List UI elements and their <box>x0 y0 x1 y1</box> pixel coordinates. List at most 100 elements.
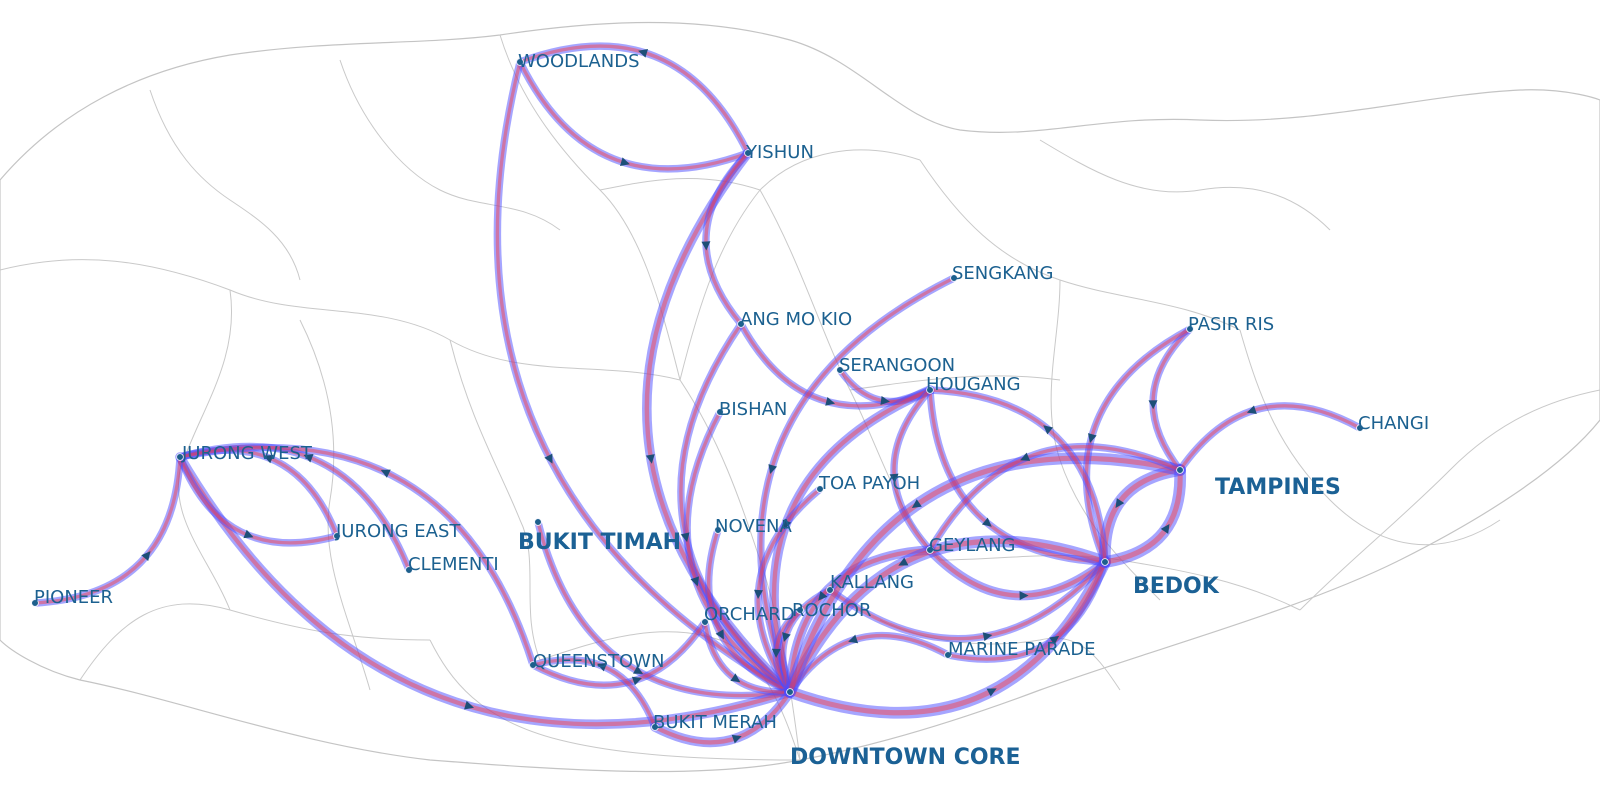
flow-arrow-pasir-ris-to-tampines <box>1148 400 1158 410</box>
location-label-queenstown[interactable]: QUEENSTOWN <box>533 651 664 672</box>
location-marker-bedok[interactable] <box>1101 558 1109 566</box>
location-marker-bishan[interactable] <box>716 408 724 416</box>
flow-pasir-ris-to-tampines <box>1149 325 1194 474</box>
location-label-rochor[interactable]: ROCHOR <box>792 600 871 621</box>
flow-arrow-queenstown-to-orchard <box>631 676 642 686</box>
location-label-ang-mo-kio[interactable]: ANG MO KIO <box>740 309 852 330</box>
flow-geylang-to-bedok-core <box>927 547 1108 598</box>
flow-arrow-yishun-to-ang-mo-kio <box>701 241 711 251</box>
flow-woodlands-to-yishun <box>516 58 752 173</box>
flow-arrow-marine-parade-to-bedok <box>1049 635 1060 645</box>
flow-pasir-ris-to-tampines-core <box>1151 327 1192 472</box>
location-marker-kallang[interactable] <box>826 586 834 594</box>
flow-arrows <box>141 49 1257 744</box>
flow-downtown-core-to-bedok-core <box>787 559 1108 716</box>
location-marker-changi[interactable] <box>1356 424 1364 432</box>
location-label-yishun[interactable]: YISHUN <box>745 142 814 163</box>
flow-sengkang-to-downtown-core-core <box>759 276 956 694</box>
location-marker-bukit-merah[interactable] <box>651 723 659 731</box>
flow-arrow-rochor-to-downtown-core <box>771 648 781 658</box>
flow-tampines-to-downtown-core-core <box>787 455 1183 695</box>
location-label-bishan[interactable]: BISHAN <box>719 399 787 420</box>
flow-arrow-geylang-to-downtown-core <box>818 590 828 601</box>
location-label-marine-parade[interactable]: MARINE PARADE <box>948 639 1096 660</box>
location-label-woodlands[interactable]: WOODLANDS <box>518 51 640 72</box>
flow-tampines-to-downtown-core <box>784 452 1186 698</box>
flow-bukit-merah-to-queenstown <box>529 656 659 731</box>
location-marker-bukit-timah[interactable] <box>534 518 542 526</box>
location-marker-marine-parade[interactable] <box>944 651 952 659</box>
flow-jurong-west-to-downtown-core <box>175 452 795 730</box>
flow-arrow-kallang-to-downtown-core <box>782 632 791 642</box>
flow-arrow-downtown-core-to-bedok <box>986 688 997 697</box>
flow-arrow-yishun-to-downtown-core <box>645 454 655 464</box>
location-marker-orchard[interactable] <box>701 618 709 626</box>
location-label-tampines[interactable]: TAMPINES <box>1215 475 1341 500</box>
location-marker-downtown-core[interactable] <box>786 688 794 696</box>
flow-ang-mo-kio-to-downtown-core <box>677 320 794 696</box>
location-marker-novena[interactable] <box>714 526 722 534</box>
location-label-toa-payoh[interactable]: TOA PAYOH <box>818 473 920 494</box>
flow-orchard-to-downtown-core <box>701 618 794 696</box>
flow-arrow-jurong-west-to-jurong-east <box>243 529 254 539</box>
location-label-changi[interactable]: CHANGI <box>1358 413 1429 434</box>
location-marker-geylang[interactable] <box>926 546 934 554</box>
location-label-bukit-merah[interactable]: BUKIT MERAH <box>653 712 777 733</box>
location-marker-sengkang[interactable] <box>950 274 958 282</box>
flow-arrow-ang-mo-kio-to-downtown-core <box>680 532 690 543</box>
location-marker-woodlands[interactable] <box>516 58 524 66</box>
location-label-kallang[interactable]: KALLANG <box>830 572 914 593</box>
location-marker-pasir-ris[interactable] <box>1186 325 1194 333</box>
flow-jurong-west-to-downtown-core-core <box>177 454 793 727</box>
flow-lines <box>31 42 1364 748</box>
flow-arrow-yishun-to-woodlands <box>638 49 649 58</box>
location-label-clementi[interactable]: CLEMENTI <box>408 554 499 575</box>
flow-jurong-west-to-jurong-east <box>176 453 341 547</box>
flow-pasir-ris-to-bedok-core <box>1084 327 1192 564</box>
location-label-geylang[interactable]: GEYLANG <box>929 535 1015 556</box>
location-label-serangoon[interactable]: SERANGOON <box>839 355 955 376</box>
location-marker-jurong-east[interactable] <box>333 532 341 540</box>
location-label-downtown-core[interactable]: DOWNTOWN CORE <box>790 745 1021 770</box>
flow-arrow-changi-to-tampines <box>1246 405 1257 415</box>
location-label-sengkang[interactable]: SENGKANG <box>952 263 1053 284</box>
flow-bukit-timah-to-downtown-core-core <box>536 520 792 698</box>
flow-arrow-bukit-timah-to-downtown-core <box>633 665 644 675</box>
flow-arrow-geylang-to-bedok <box>1019 591 1029 601</box>
flow-hougang-to-bedok <box>926 386 1109 566</box>
location-label-jurong-east[interactable]: JURONG EAST <box>335 521 461 542</box>
flow-arrow-queenstown-to-jurong-west <box>380 469 391 478</box>
location-marker-rochor[interactable] <box>796 606 804 614</box>
location-marker-ang-mo-kio[interactable] <box>737 320 745 328</box>
location-marker-yishun[interactable] <box>744 149 752 157</box>
flow-bedok-to-downtown-core-core <box>787 538 1108 695</box>
location-marker-queenstown[interactable] <box>529 661 537 669</box>
flow-yishun-to-ang-mo-kio <box>702 149 752 328</box>
location-label-bukit-timah[interactable]: BUKIT TIMAH <box>518 530 681 555</box>
location-marker-toa-payoh[interactable] <box>816 485 824 493</box>
flow-pioneer-to-jurong-west-core <box>33 455 182 605</box>
location-marker-tampines[interactable] <box>1176 466 1184 474</box>
location-marker-clementi[interactable] <box>405 566 413 574</box>
flow-sengkang-to-downtown-core <box>757 274 958 696</box>
flow-hougang-to-geylang <box>890 386 934 554</box>
location-label-pioneer[interactable]: PIONEER <box>34 587 113 608</box>
location-label-orchard[interactable]: ORCHARD <box>704 604 795 625</box>
flow-arrow-serangoon-to-hougang <box>880 396 890 405</box>
location-marker-serangoon[interactable] <box>836 366 844 374</box>
location-label-hougang[interactable]: HOUGANG <box>926 374 1021 395</box>
location-label-pasir-ris[interactable]: PASIR RIS <box>1188 314 1274 335</box>
location-label-novena[interactable]: NOVENA <box>715 516 792 537</box>
flow-bukit-merah-to-queenstown-core <box>531 658 657 729</box>
location-marker-pioneer[interactable] <box>31 599 39 607</box>
flow-arrow-hougang-to-bedok <box>981 517 992 527</box>
location-marker-hougang[interactable] <box>926 386 934 394</box>
location-label-jurong-west[interactable]: JURONG WEST <box>181 443 313 464</box>
location-marker-jurong-west[interactable] <box>176 453 184 461</box>
location-label-bedok[interactable]: BEDOK <box>1133 574 1220 599</box>
flow-woodlands-to-downtown-core-core <box>495 60 792 694</box>
flow-arrow-bedok-to-downtown-core <box>898 557 909 566</box>
flow-arrow-sengkang-to-downtown-core <box>768 464 778 474</box>
